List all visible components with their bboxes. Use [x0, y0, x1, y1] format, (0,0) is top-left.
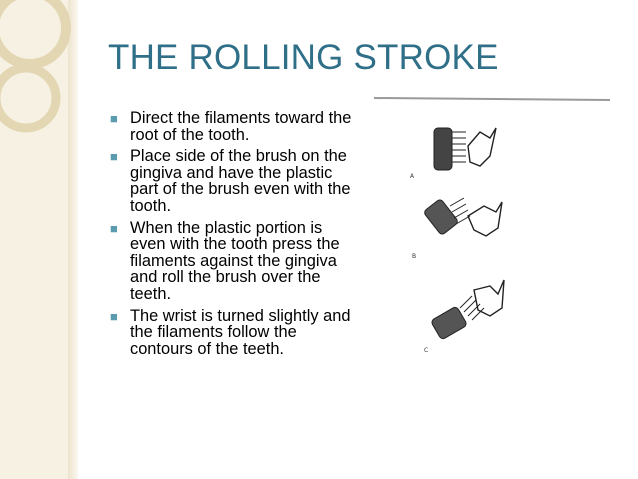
bullet-icon: ■: [110, 149, 118, 165]
sidebar-edge: [68, 0, 78, 479]
bullet-icon: ■: [110, 111, 118, 126]
figure-label-a: A: [410, 173, 415, 180]
sidebar-strip: [0, 0, 68, 479]
bullet-item: ■ The wrist is turned slightly and the f…: [108, 306, 358, 358]
bullet-item: ■ When the plastic portion is even with …: [108, 218, 358, 303]
bullet-item: ■ Direct the filaments toward the root o…: [108, 110, 358, 143]
brush-head-b-icon: [424, 199, 458, 235]
brush-head-c-icon: [431, 306, 467, 340]
tooth-c-icon: [473, 279, 505, 317]
panel-b: B: [412, 197, 503, 260]
bullet-list: ■ Direct the filaments toward the root o…: [108, 110, 358, 362]
slide-title: THE ROLLING STROKE: [108, 38, 499, 77]
panel-c: C: [424, 279, 505, 354]
bullet-text: Direct the filaments toward the root of …: [130, 109, 352, 144]
tooth-b-icon: [467, 201, 503, 237]
bullet-icon: ■: [110, 220, 118, 236]
bullet-icon: ■: [110, 308, 118, 324]
toothbrush-illustration: A B C: [373, 97, 611, 354]
bullet-text: Place side of the brush on the gingiva a…: [130, 147, 351, 215]
panel-a: A: [410, 127, 497, 180]
figure-label-b: B: [412, 253, 416, 260]
brush-head-a-icon: [433, 127, 453, 171]
bullet-text: The wrist is turned slightly and the fil…: [130, 306, 351, 358]
figure-rule: [373, 97, 611, 101]
tooth-a-icon: [467, 127, 497, 167]
figure-label-c: C: [424, 347, 428, 354]
bullet-item: ■ Place side of the brush on the gingiva…: [108, 148, 358, 214]
bullet-text: When the plastic portion is even with th…: [130, 218, 340, 303]
decorative-circles: [0, 0, 71, 133]
